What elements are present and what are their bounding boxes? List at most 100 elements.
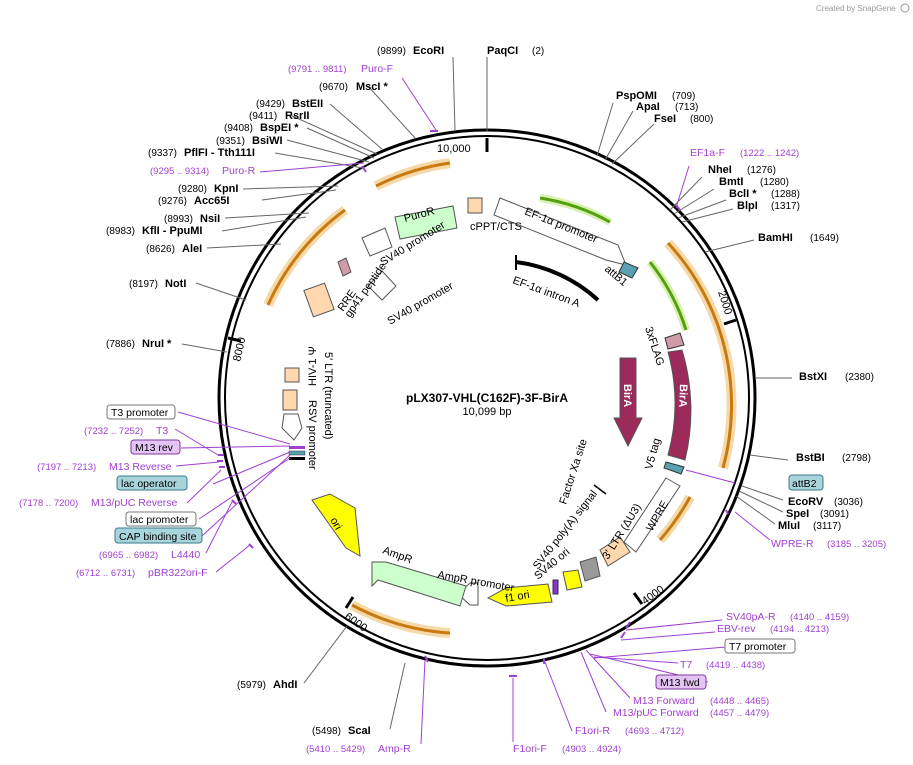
- feature-cppt-label: cPPT/CTS: [470, 221, 522, 233]
- svg-text:T3 promoter: T3 promoter: [111, 407, 169, 419]
- svg-text:BmtI: BmtI: [719, 176, 743, 188]
- primer-t3: (7232 .. 7252)T3: [84, 425, 168, 437]
- svg-text:EBV-rev: EBV-rev: [717, 623, 756, 635]
- sv40-ori-mark: [552, 579, 559, 595]
- svg-text:(9351): (9351): [216, 136, 245, 147]
- primer-ef1a-f: EF1a-F(1222 .. 1242): [690, 147, 799, 159]
- svg-text:L4440: L4440: [171, 549, 200, 561]
- f1-ori-arrow: [486, 583, 553, 607]
- snapgene-watermark: Created by SnapGene: [816, 4, 896, 13]
- site-alei: (8626) AleI: [146, 243, 202, 255]
- svg-text:PspOMI: PspOMI: [616, 90, 657, 102]
- svg-text:(9337): (9337): [148, 148, 177, 159]
- svg-text:Acc65I: Acc65I: [194, 195, 229, 207]
- primer-m13-forward: M13 Forward(4448 .. 4465): [633, 695, 769, 707]
- svg-text:(1317): (1317): [771, 201, 800, 212]
- svg-text:(4693 .. 4712): (4693 .. 4712): [625, 726, 684, 737]
- bira-arrow-2: [667, 349, 692, 461]
- inner-features: [281, 197, 692, 607]
- svg-text:Puro-R: Puro-R: [222, 165, 256, 177]
- site-kfli: (8983)KflI - PpuMI: [106, 225, 203, 237]
- svg-text:(9429): (9429): [256, 99, 285, 110]
- svg-text:(7232 .. 7252): (7232 .. 7252): [84, 426, 143, 437]
- svg-text:M13 fwd: M13 fwd: [660, 677, 700, 689]
- svg-text:(9411): (9411): [249, 111, 277, 122]
- svg-text:(4448 .. 4465): (4448 .. 4465): [710, 696, 769, 707]
- site-nhei: NheI(1276): [708, 164, 776, 176]
- plasmid-name: pLX307-VHL(C162F)-3F-BirA: [406, 391, 568, 405]
- svg-text:PaqCI: PaqCI: [487, 45, 518, 57]
- svg-text:(2): (2): [532, 46, 544, 57]
- svg-text:Amp-R: Amp-R: [378, 743, 411, 755]
- svg-text:(9276): (9276): [158, 196, 187, 207]
- svg-text:M13 rev: M13 rev: [135, 442, 174, 454]
- svg-text:(9670): (9670): [319, 82, 348, 93]
- svg-text:(1649): (1649): [810, 233, 839, 244]
- svg-text:EcoRV: EcoRV: [788, 496, 824, 508]
- site-blpi: BlpI (1317): [737, 200, 800, 212]
- site-ecori: (9899)EcoRI: [377, 45, 444, 57]
- site-pspomi: PspOMI (709): [616, 90, 695, 102]
- svg-text:BamHI: BamHI: [758, 232, 793, 244]
- primer-t7: T7(4419 .. 4438): [680, 659, 765, 671]
- svg-text:(8626): (8626): [146, 244, 175, 255]
- svg-text:BlpI: BlpI: [737, 200, 758, 212]
- v5-box: [663, 461, 685, 475]
- site-kpni: (9280)KpnI: [178, 183, 238, 195]
- cppt-box: [467, 197, 483, 214]
- svg-text:M13/pUC Forward: M13/pUC Forward: [613, 707, 699, 719]
- factor-xa-mark: [593, 484, 607, 495]
- ori-arrow: [311, 493, 361, 557]
- svg-text:(1280): (1280): [760, 177, 789, 188]
- svg-text:(7197 .. 7213): (7197 .. 7213): [37, 462, 96, 473]
- feature-hiv-psi-label: HIV-1 Ψ: [307, 346, 319, 386]
- svg-text:(709): (709): [672, 91, 695, 102]
- tick-label-8000: 8000: [231, 336, 248, 363]
- snapgene-logo-icon: [900, 3, 910, 13]
- primer-sv40pa-r: SV40pA-R(4140 .. 4159): [726, 611, 849, 623]
- svg-text:(7178 .. 7200): (7178 .. 7200): [19, 498, 78, 509]
- svg-text:AleI: AleI: [182, 243, 202, 255]
- site-bcli: BclI *(1288): [729, 188, 800, 200]
- svg-text:M13/pUC Reverse: M13/pUC Reverse: [91, 497, 178, 509]
- tick-label-4000: 4000: [640, 583, 667, 607]
- svg-text:lac operator: lac operator: [121, 478, 177, 490]
- lac-promoter-mark: [289, 457, 305, 460]
- primer-f1ori-f: F1ori-F(4903 .. 4924): [513, 743, 621, 755]
- rre-box: [303, 282, 335, 318]
- svg-text:M13 Reverse: M13 Reverse: [109, 461, 172, 473]
- svg-text:(3117): (3117): [813, 521, 841, 532]
- primer-l4440: (6965 .. 6982) L4440: [99, 549, 200, 561]
- svg-text:BstEII: BstEII: [292, 98, 323, 110]
- site-acc65i: (9276) Acc65I: [158, 195, 229, 207]
- svg-text:(9791 .. 9811): (9791 .. 9811): [288, 64, 346, 75]
- site-bsteii: (9429) BstEII: [256, 98, 323, 110]
- svg-text:NotI: NotI: [165, 278, 186, 290]
- svg-text:SV40pA-R: SV40pA-R: [726, 611, 776, 623]
- site-fsei: FseI(800): [654, 113, 713, 125]
- svg-text:(6965 .. 6982): (6965 .. 6982): [99, 550, 158, 561]
- svg-text:(5979): (5979): [237, 680, 266, 691]
- svg-text:NsiI: NsiI: [200, 213, 220, 225]
- svg-text:SpeI: SpeI: [786, 508, 809, 520]
- site-bsiwi: (9351)BsiWI: [216, 135, 283, 147]
- site-bmti: BmtI (1280): [719, 176, 789, 188]
- svg-text:EcoRI: EcoRI: [413, 45, 444, 57]
- svg-text:KflI - PpuMI: KflI - PpuMI: [142, 225, 203, 237]
- svg-text:(5410 .. 5429): (5410 .. 5429): [306, 744, 365, 755]
- svg-text:(713): (713): [675, 102, 698, 113]
- svg-text:(3185 .. 3205): (3185 .. 3205): [827, 539, 886, 550]
- box-t3-promoter: T3 promoter: [106, 404, 176, 420]
- box-lac-operator: lac operator: [116, 475, 188, 491]
- svg-text:(4903 .. 4924): (4903 .. 4924): [562, 744, 621, 755]
- svg-text:(1288): (1288): [771, 189, 800, 200]
- svg-text:(3091): (3091): [820, 509, 849, 520]
- site-apai: ApaI(713): [636, 101, 698, 113]
- primer-leader-lines: [174, 77, 771, 745]
- t3-mark: [289, 446, 305, 449]
- outer-feature-arcs: [263, 158, 737, 638]
- hiv-psi-box: [284, 367, 300, 383]
- svg-text:(800): (800): [690, 114, 713, 125]
- primer-ticks: [217, 130, 729, 677]
